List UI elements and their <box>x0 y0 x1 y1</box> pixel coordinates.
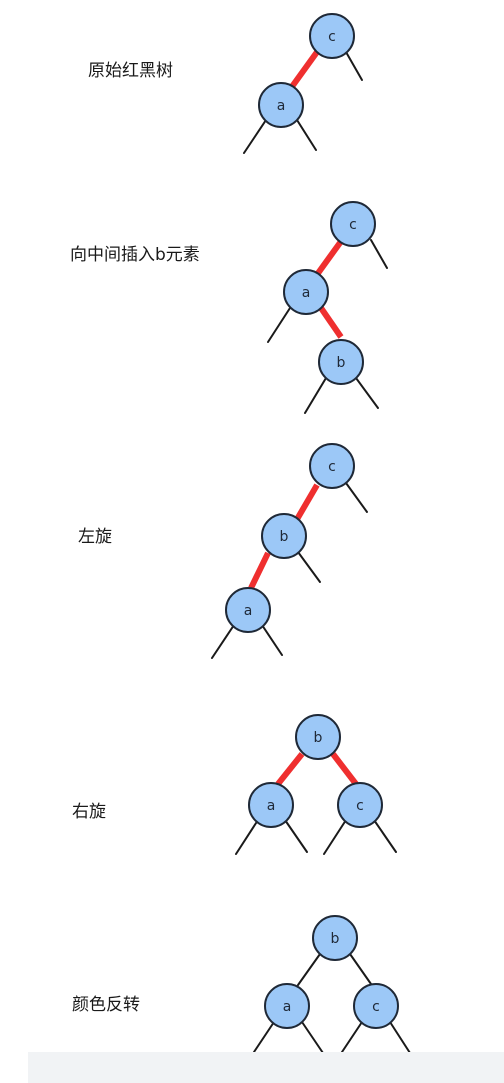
node-a: a <box>248 782 294 828</box>
node-c-label: c <box>328 29 336 45</box>
red-link-c-a <box>288 50 320 90</box>
edge-a-right <box>296 119 317 151</box>
step-4-tree: b a c <box>235 714 397 855</box>
step-1-label: 原始红黑树 <box>88 61 173 81</box>
node-a-label: a <box>302 285 311 301</box>
step-2-tree: c a b <box>267 201 388 414</box>
node-c-label: c <box>328 459 336 475</box>
node-c: c <box>309 443 355 489</box>
edge-b-a <box>297 953 321 986</box>
node-a: a <box>258 82 304 128</box>
step-5-tree: b a c <box>251 915 411 1056</box>
node-c-label: c <box>356 798 364 814</box>
node-c: c <box>337 782 383 828</box>
edge-b-c <box>349 953 372 985</box>
edge-a-left <box>251 1021 275 1056</box>
red-link-b-a <box>275 752 305 786</box>
node-b-label: b <box>337 355 346 371</box>
node-b: b <box>312 915 358 961</box>
red-link-c-b <box>293 483 320 523</box>
bottom-band <box>28 1052 504 1083</box>
edge-c-left <box>339 1021 363 1056</box>
step-2-label: 向中间插入b元素 <box>70 245 200 265</box>
node-c-label: c <box>349 217 357 233</box>
node-b-label: b <box>280 529 289 545</box>
node-b-label: b <box>314 730 323 746</box>
edge-c-right <box>345 482 368 513</box>
node-c: c <box>309 13 355 59</box>
node-a-label: a <box>277 98 286 114</box>
red-link-c-a <box>313 238 345 278</box>
edge-b-left <box>304 377 327 414</box>
node-c-label: c <box>372 999 380 1015</box>
edge-a-right <box>284 819 308 853</box>
node-c: c <box>353 983 399 1029</box>
node-a-label: a <box>244 603 253 619</box>
node-a: a <box>264 983 310 1029</box>
edge-c-right <box>389 1021 411 1054</box>
node-a-label: a <box>267 798 276 814</box>
node-a: a <box>283 269 329 315</box>
edge-a-left <box>211 624 235 659</box>
edge-c-right <box>370 239 388 269</box>
edge-b-right <box>297 551 321 583</box>
node-a: a <box>225 587 271 633</box>
node-c: c <box>330 201 376 247</box>
step-5-label: 颜色反转 <box>72 995 140 1015</box>
edge-c-left <box>323 819 347 855</box>
step-1-tree: c a <box>243 13 363 154</box>
edge-c-right <box>373 819 397 853</box>
node-b: b <box>318 339 364 385</box>
edge-b-right <box>355 377 379 409</box>
node-b-label: b <box>331 931 340 947</box>
edge-c-right <box>345 51 363 81</box>
node-a-label: a <box>283 999 292 1015</box>
edge-a-left <box>267 307 291 343</box>
red-link-b-a <box>248 551 271 590</box>
step-4-label: 右旋 <box>72 802 106 822</box>
edge-a-right <box>261 624 283 656</box>
node-b: b <box>261 513 307 559</box>
edge-a-left <box>235 819 259 855</box>
edge-a-left <box>243 119 267 154</box>
edge-a-right <box>301 1021 324 1054</box>
red-link-b-c <box>330 752 359 786</box>
red-link-a-b <box>318 306 344 339</box>
step-3-tree: c b a <box>211 443 368 659</box>
step-3-label: 左旋 <box>78 527 112 547</box>
node-b: b <box>295 714 341 760</box>
